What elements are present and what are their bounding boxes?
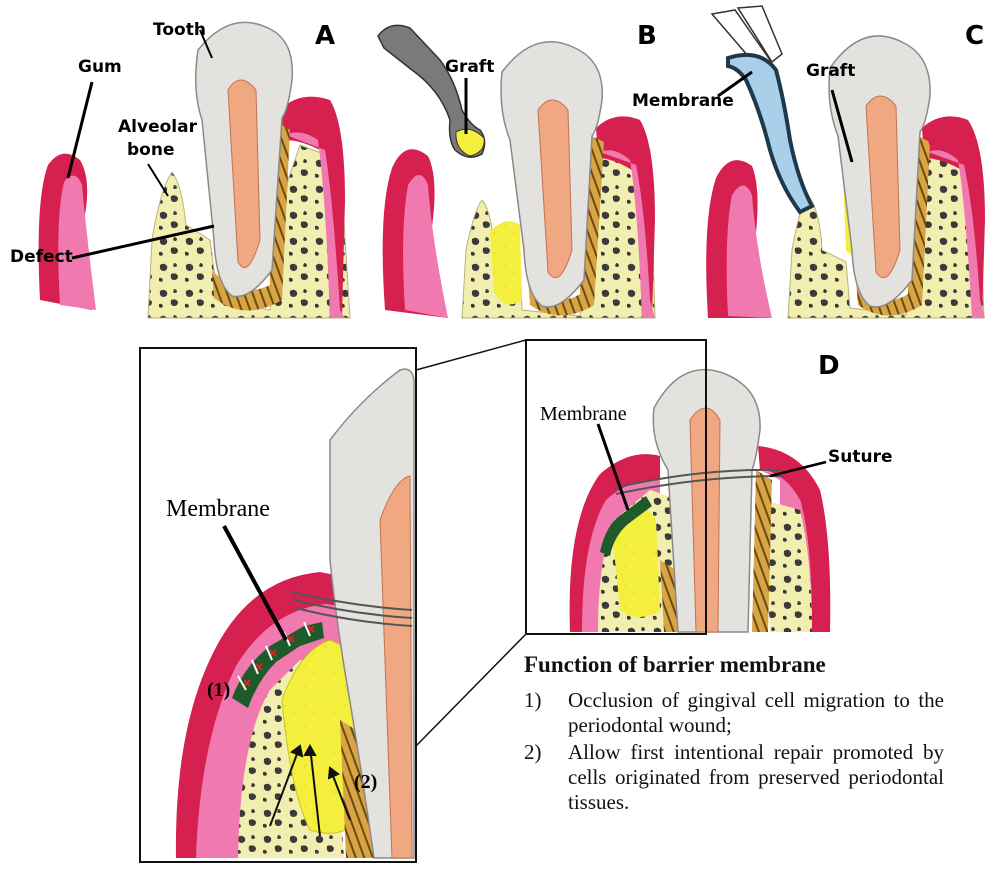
panel-letter-b: B [637, 21, 657, 51]
zoom-marker-2: (2) [354, 771, 377, 793]
label-membrane-d: Membrane [540, 403, 627, 425]
label-tooth: Tooth [153, 20, 206, 40]
panel-a: Tooth Gum Alveolar bone Defect A [10, 20, 350, 318]
label-graft-b: Graft [445, 57, 494, 77]
connector-bottom [416, 634, 526, 746]
function-item-2: 2) Allow first intentional repair promot… [524, 740, 944, 815]
zoom-marker-1: (1) [207, 679, 230, 701]
panel-letter-a: A [315, 21, 335, 51]
graft-b [490, 221, 522, 304]
connector-top [416, 340, 526, 370]
zoom-label-membrane: Membrane [166, 496, 270, 522]
label-membrane-c: Membrane [632, 91, 734, 111]
zoom-inset: Membrane (1) (2) [166, 369, 414, 858]
label-graft-c: Graft [806, 61, 855, 81]
function-title: Function of barrier membrane [524, 652, 944, 678]
function-item-text: Occlusion of gingival cell migration to … [568, 688, 944, 738]
panel-c: Membrane Graft C [632, 6, 985, 318]
gum-left-inner-a [58, 176, 96, 310]
label-alveolar: Alveolar [118, 117, 198, 137]
function-item-text: Allow first intentional repair promoted … [568, 740, 944, 815]
leader-alveolar [148, 164, 168, 196]
function-item-number: 1) [524, 688, 568, 738]
function-item-1: 1) Occlusion of gingival cell migration … [524, 688, 944, 738]
label-suture-d: Suture [828, 447, 893, 467]
panel-letter-c: C [965, 21, 984, 51]
function-box: Function of barrier membrane 1) Occlusio… [524, 652, 944, 817]
gum-left-inner-b [403, 175, 448, 318]
function-item-number: 2) [524, 740, 568, 815]
panel-d: Membrane Suture D [540, 351, 893, 632]
panel-letter-d: D [818, 351, 840, 381]
gum-left-inner-c [727, 186, 772, 319]
label-defect: Defect [10, 247, 73, 267]
label-gum: Gum [78, 57, 122, 77]
panel-b: Graft B [378, 21, 657, 318]
label-bone: bone [127, 140, 174, 160]
